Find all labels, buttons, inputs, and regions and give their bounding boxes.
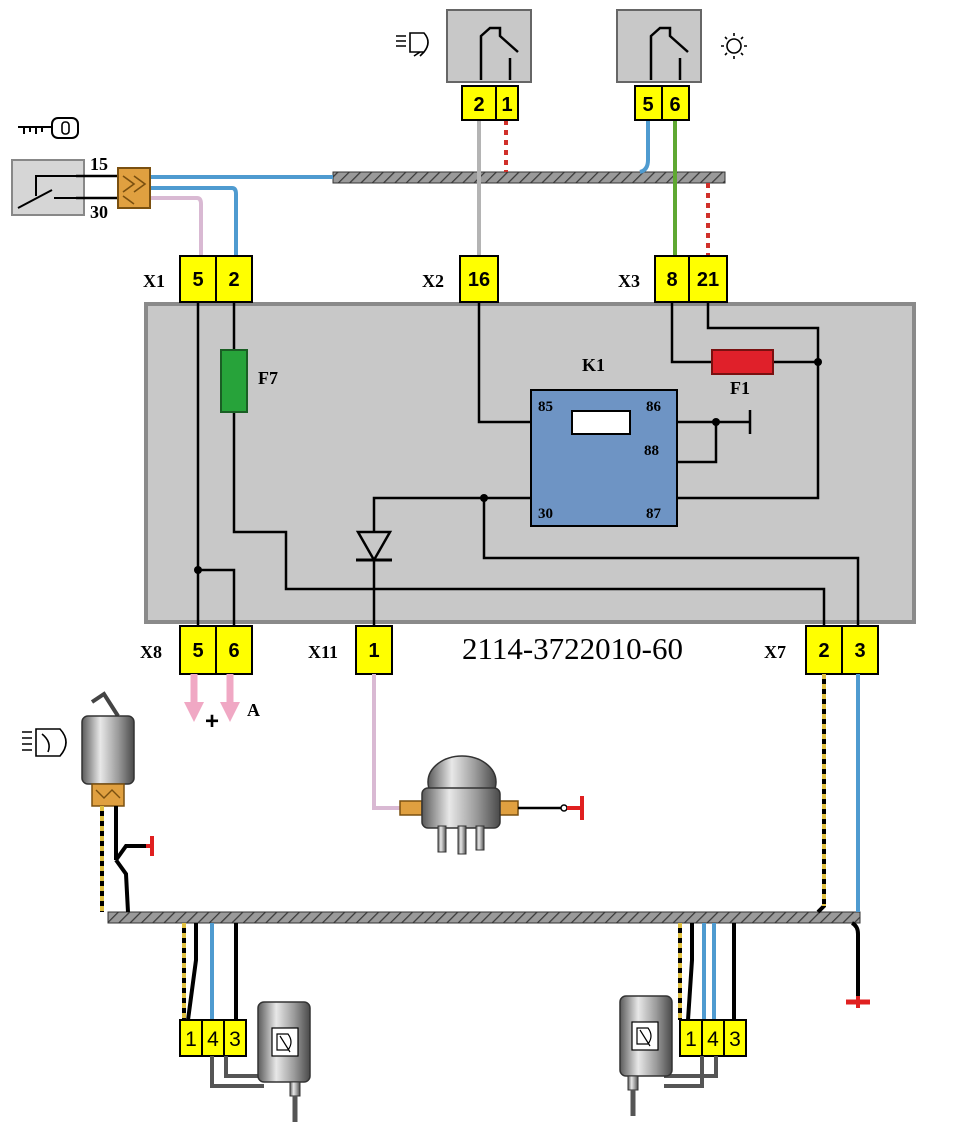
fuse-f1 — [711, 349, 774, 375]
connector-x3: 8 21 X3 — [618, 255, 728, 303]
key-icon — [18, 117, 79, 139]
right-motor-pin-3: 3 — [729, 1028, 741, 1051]
ignition-switch: 15 30 — [11, 154, 151, 222]
x11-label: X11 — [308, 642, 338, 662]
right-wiper-motor — [619, 995, 718, 1116]
ignition-terminal-15: 15 — [90, 154, 108, 174]
headlight-icon — [721, 33, 747, 59]
x8-label: X8 — [140, 642, 162, 662]
relay-pin-30: 30 — [538, 506, 553, 522]
x11-pin-1: 1 — [368, 640, 379, 662]
connector-x8: 5 6 X8 — [140, 625, 253, 675]
fuse-f7 — [220, 349, 248, 413]
relay-pin-88: 88 — [644, 443, 659, 459]
x3-pin-8: 8 — [666, 269, 677, 291]
x7-label: X7 — [764, 642, 786, 662]
x8-pin-5: 5 — [192, 640, 203, 662]
top-wires — [150, 120, 710, 256]
ignition-terminal-30: 30 — [90, 202, 108, 222]
left-motor-pin-1: 1 — [185, 1028, 197, 1051]
x8-pin-6: 6 — [228, 640, 239, 662]
left-motor-wires — [182, 923, 238, 1021]
x2-pin-16: 16 — [468, 269, 490, 291]
right-motor-pin-1: 1 — [685, 1028, 697, 1051]
bottom-harness — [107, 911, 861, 924]
x3-pin-21: 21 — [697, 269, 719, 291]
junction-dot — [814, 358, 822, 366]
x1-label: X1 — [143, 271, 165, 291]
junction-dot — [194, 566, 202, 574]
x7-wires — [816, 674, 870, 1008]
x1-pin-2: 2 — [228, 269, 239, 291]
output-arrows — [184, 674, 240, 722]
connector-x1: 5 2 X1 — [143, 255, 253, 303]
relay-coil — [571, 410, 631, 435]
relay-label: K1 — [582, 355, 605, 375]
wiper-switch-unit — [81, 691, 154, 913]
wash-switch: 2 1 — [446, 9, 532, 121]
junction-dot — [480, 494, 488, 502]
wash-switch-pin-1: 1 — [501, 94, 512, 116]
right-motor-wires — [678, 923, 736, 1021]
output-plus-label: + — [205, 708, 219, 735]
relay-pin-87: 87 — [646, 506, 662, 522]
x7-pin-3: 3 — [854, 640, 865, 662]
top-harness — [332, 171, 726, 184]
connector-x7: 2 3 X7 — [764, 625, 879, 675]
fuse-f1-label: F1 — [730, 378, 750, 398]
diode-icon — [355, 530, 393, 563]
headlight-wiper-icon — [22, 728, 67, 757]
x3-label: X3 — [618, 271, 640, 291]
headlight-washer-icon — [396, 32, 429, 57]
left-motor-pin-3: 3 — [229, 1028, 241, 1051]
junction-dot — [712, 418, 720, 426]
right-motor-pin-4: 4 — [707, 1028, 719, 1051]
x1-pin-5: 5 — [192, 269, 203, 291]
light-switch: 5 6 — [616, 9, 702, 121]
x7-pin-2: 2 — [818, 640, 829, 662]
relay-pin-85: 85 — [538, 399, 553, 415]
left-motor-connector: 1 4 3 — [179, 1019, 247, 1057]
output-a-label: A — [247, 700, 260, 720]
fuse-f7-label: F7 — [258, 368, 278, 388]
left-wiper-motor — [210, 1001, 311, 1122]
light-switch-pin-5: 5 — [642, 94, 653, 116]
connector-x11: 1 X11 — [308, 625, 393, 675]
left-motor-pin-4: 4 — [207, 1028, 219, 1051]
connector-x2: 16 X2 — [422, 255, 499, 303]
relay-pin-86: 86 — [646, 399, 662, 415]
part-number: 2114-3722010-60 — [462, 631, 683, 666]
right-motor-connector: 1 4 3 — [679, 1019, 747, 1057]
wash-switch-pin-2: 2 — [473, 94, 484, 116]
x2-label: X2 — [422, 271, 444, 291]
light-switch-pin-6: 6 — [669, 94, 680, 116]
washer-pump — [372, 674, 584, 855]
